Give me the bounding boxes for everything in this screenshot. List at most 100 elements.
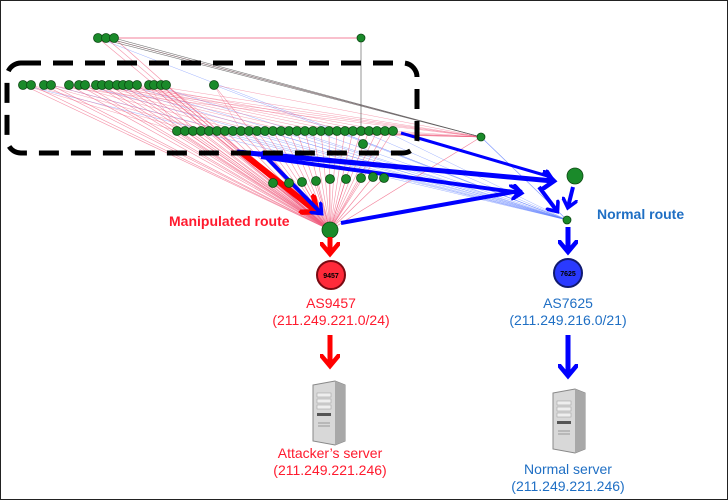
as7625-node: 7625 [553,258,583,288]
thick-edges [236,131,573,225]
manipulated-route-label: Manipulated route [169,213,290,229]
as-node [132,80,142,90]
edge-thin-red [213,84,482,138]
as-node [341,174,351,184]
edge-thin-red [30,84,194,132]
edge-thin-red [43,84,331,231]
edge-thin-gray [105,37,482,138]
edge-thin-red [50,84,226,132]
normal-route-edge [568,186,573,207]
edge-thin-blue [312,130,568,221]
normal-server-label: Normal server (211.249.221.246) [493,461,643,495]
normal-server-icon [552,388,586,454]
edge-thin-red [148,84,482,138]
edge-thin-red [329,136,482,231]
normal-route-label: Normal route [597,206,685,222]
as9457-node: 9457 [316,260,346,290]
edge-thin-gray [97,37,482,138]
edge-thin-red [68,84,331,231]
edge-thin-gray [113,37,482,138]
svg-text:9457: 9457 [323,273,339,280]
as-node [26,80,36,90]
as7625-name: AS7625 [543,295,593,311]
as-node [64,80,74,90]
edge-thin-red [101,84,306,132]
normal-route-edge [260,155,521,193]
as-node [356,33,366,43]
as-node [161,80,171,90]
as9457-name: AS9457 [306,295,356,311]
edge-thin-red [95,84,331,231]
normal-route-edge [236,149,553,181]
edge-thin-red [101,84,331,231]
edge-thin-red [392,130,482,138]
edge-thin-red [78,84,258,132]
as-node [268,178,278,188]
as-node [566,167,584,185]
edge-thin-red [50,84,331,231]
normal-server-name: Normal server [524,461,612,477]
as-node [358,139,368,149]
edge-thin-red [108,84,322,132]
as-node [388,126,398,136]
attacker-server-label: Attacker’s server (211.249.221.246) [255,445,405,479]
edge-thin-red [95,84,290,132]
edge-thin-red [22,84,178,132]
edge-thin-red [312,130,331,231]
edge-thin-blue [336,130,568,221]
edge-thin-red [329,178,347,231]
edge-thin-red [160,84,210,132]
edge-thin-blue [360,130,568,221]
as-node [321,221,339,239]
edge-thin-red [329,177,385,231]
edge-thin-red [84,84,274,132]
edge-thin-red [30,84,331,231]
edge-thin-red [329,177,362,231]
as-node [368,172,378,182]
as-node [109,33,119,43]
normal-route-edge [340,191,519,225]
edge-thin-red [213,84,242,132]
as-node [379,173,389,183]
manipulated-route-edge [239,149,316,211]
edge-thin-red [329,130,378,231]
normal-route-edge [400,131,551,177]
as-node [311,176,321,186]
as-node [325,174,335,184]
as9457-label: AS9457 (211.249.221.0/24) [259,295,403,329]
edge-thin-blue [288,130,568,221]
edge-thin-red [329,176,374,231]
graph-nodes [18,33,584,239]
as7625-label: AS7625 (211.249.216.0/21) [495,295,641,329]
edge-thin-red [148,84,178,132]
normal-route-edge [537,185,557,211]
as-node [46,80,56,90]
attacker-server-name: Attacker’s server [277,445,383,461]
highlight-box [4,60,420,156]
edge-thin-red [78,84,331,231]
edge-thin-red [68,84,242,132]
edge-thin-red [153,84,194,132]
edge-thin-red [116,84,338,132]
as9457-prefix: (211.249.221.0/24) [272,312,390,328]
as-node [476,132,486,142]
as7625-prefix: (211.249.216.0/21) [509,312,627,328]
edge-thin-red [22,84,331,231]
edge-thin-red [329,130,346,231]
as-node [297,177,307,187]
as-node [284,178,294,188]
edge-thin-red [165,84,226,132]
edge-thin-red [136,84,331,231]
edge-thin-red [43,84,210,132]
edge-thin-red [84,84,331,231]
as-node [562,215,572,225]
svg-text:7625: 7625 [560,271,576,278]
as-node [209,80,219,90]
edge-thin-red [136,84,386,132]
as-node [80,80,90,90]
edge-thin-red [116,84,482,138]
normal-server-ip: (211.249.221.246) [511,478,625,494]
edge-thin-red [122,84,331,231]
